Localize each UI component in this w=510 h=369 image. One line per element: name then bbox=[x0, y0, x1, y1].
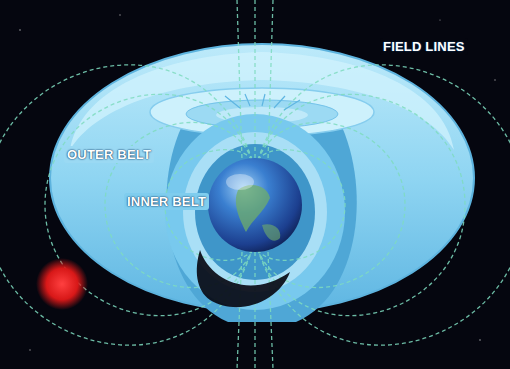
field-line bbox=[268, 0, 273, 160]
earth bbox=[208, 158, 302, 252]
outer-belt bbox=[50, 44, 474, 312]
earth-shadow bbox=[197, 250, 290, 307]
field-line bbox=[237, 0, 242, 160]
star bbox=[494, 79, 495, 80]
earth-glare bbox=[226, 174, 254, 190]
star bbox=[119, 14, 120, 15]
star bbox=[479, 339, 481, 341]
field-arrows bbox=[225, 94, 300, 110]
earth-land bbox=[262, 224, 280, 240]
field-lines-label: FIELD LINES bbox=[380, 38, 468, 55]
red-particle bbox=[36, 258, 88, 310]
stars bbox=[19, 14, 495, 350]
star bbox=[19, 29, 21, 31]
field-arrow bbox=[225, 94, 300, 110]
inner-belt-label: INNER BELT bbox=[124, 193, 209, 210]
outer-belt-label: OUTER BELT bbox=[64, 146, 154, 163]
star bbox=[29, 349, 30, 350]
star bbox=[439, 19, 440, 20]
